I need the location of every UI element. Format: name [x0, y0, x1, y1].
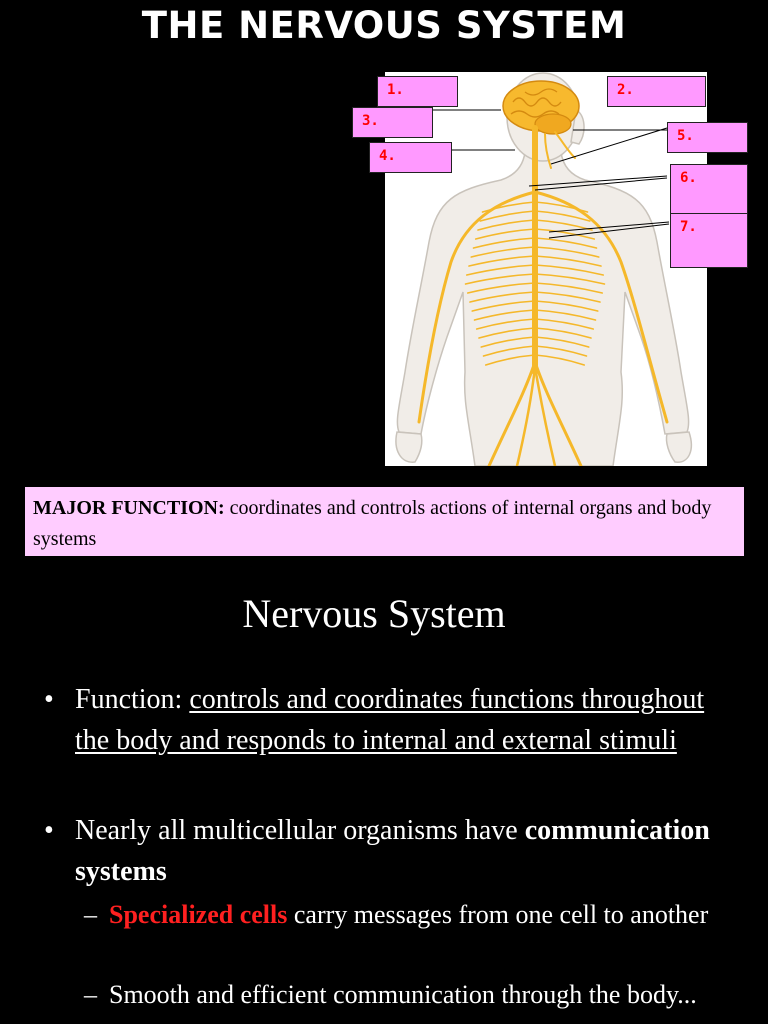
slide-title: THE NERVOUS SYSTEM — [141, 4, 627, 47]
specialized-cells-term: Specialized cells — [109, 900, 288, 929]
diagram-label-4: 4. — [369, 142, 452, 173]
diagram-label-7: 7. — [670, 213, 748, 268]
diagram-label-6: 6. — [670, 164, 748, 214]
nervous-system-illustration — [385, 72, 707, 466]
diagram-label-1: 1. — [377, 76, 458, 107]
spinal-nerve-branch — [534, 300, 599, 312]
spinal-nerve-branch — [472, 237, 536, 249]
spinal-nerve-branch — [534, 345, 588, 357]
bullet-communication: • Nearly all multicellular organisms hav… — [44, 810, 724, 892]
bullet-dot: • — [44, 815, 54, 846]
major-function-box: MAJOR FUNCTION: coordinates and controls… — [25, 487, 744, 556]
bullet-dot: • — [44, 684, 54, 715]
spinal-nerve-branch — [534, 246, 600, 258]
sub-bullet-smooth-communication: – Smooth and efficient communication thr… — [84, 978, 724, 1012]
spinal-nerve-branch — [534, 282, 604, 294]
spinal-nerve-branch — [466, 282, 536, 294]
sub-bullet-dash: – — [84, 980, 97, 1009]
spinal-nerve-branch — [470, 246, 536, 258]
spinal-nerve-branch — [465, 264, 536, 276]
bullet-function: • Function: controls and coordinates fun… — [44, 679, 724, 761]
spinal-nerve-branch — [471, 300, 536, 312]
spinal-nerve-branch — [464, 273, 536, 285]
spinal-nerve-branch — [478, 327, 536, 339]
bullet-function-definition: controls and coordinates functions throu… — [75, 684, 705, 756]
spinal-nerve-branch — [484, 354, 536, 366]
spinal-nerve-branch — [534, 255, 602, 267]
diagram-label-5: 5. — [667, 122, 748, 153]
spinal-nerve-branch — [534, 273, 606, 285]
spinal-nerve-branch — [469, 291, 536, 303]
sub-bullet-dash: – — [84, 900, 97, 929]
spinal-nerve-branch — [474, 228, 536, 240]
spinal-nerve-branch — [534, 327, 592, 339]
major-function-label: MAJOR FUNCTION: — [33, 497, 225, 519]
spinal-nerve-branch — [534, 210, 591, 222]
spinal-nerve-branch — [534, 201, 589, 213]
section-heading: Nervous System — [242, 591, 506, 636]
spinal-nerve-branch — [479, 210, 536, 222]
bullet-function-prefix: Function: — [75, 684, 190, 715]
bullet-communication-text: Nearly all multicellular organisms have — [75, 815, 525, 846]
human-figure-diagram — [395, 72, 693, 466]
bullet-communication-bold: communication systems — [75, 815, 710, 887]
smooth-communication-text: Smooth and efficient communication throu… — [109, 980, 697, 1009]
spinal-nerve-branch — [534, 318, 595, 330]
spinal-nerve-branch — [473, 309, 536, 321]
spinal-nerve-branch — [534, 336, 590, 348]
spinal-nerve-branch — [534, 237, 598, 249]
spinal-nerve-branch — [468, 255, 536, 267]
spinal-nerve-branch — [475, 318, 536, 330]
spinal-nerve-branch — [481, 201, 536, 213]
diagram-label-3: 3. — [352, 107, 433, 138]
specialized-cells-text: carry messages from one cell to another — [287, 900, 709, 929]
spinal-nerve-branch — [534, 354, 586, 366]
major-function-text: coordinates and controls actions of inte… — [33, 497, 712, 550]
spinal-nerve-branch — [534, 264, 605, 276]
spinal-nerve-branch — [534, 291, 601, 303]
spinal-nerve-branch — [534, 228, 596, 240]
diagram-label-2: 2. — [607, 76, 706, 107]
spinal-nerve-branch — [477, 219, 536, 231]
spinal-nerve-branch — [480, 336, 536, 348]
sub-bullet-specialized-cells: – Specialized cells carry messages from … — [84, 898, 724, 932]
spinal-nerve-branch — [534, 309, 597, 321]
spinal-nerve-branch — [482, 345, 536, 357]
